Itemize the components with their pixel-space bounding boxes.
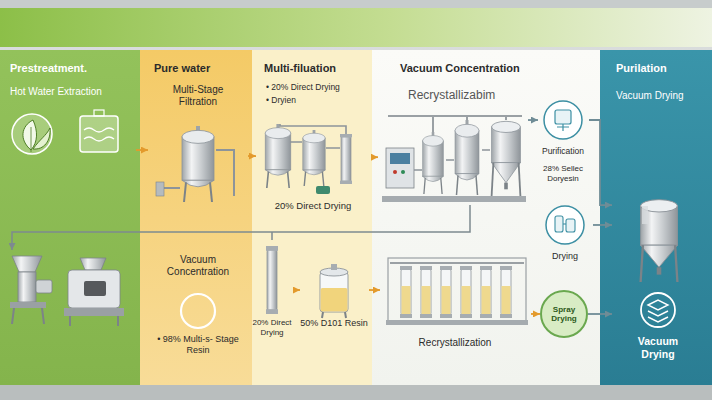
- node-label: 20% Direct Drying: [252, 318, 292, 337]
- node-label: 20% Direct Drying: [256, 200, 370, 211]
- purification-icon: [544, 101, 582, 139]
- stage-band: Pure waterMulti-Stage FiltrationVacuum C…: [140, 50, 252, 385]
- flow-arrow: [369, 289, 380, 291]
- flow-arrow: [531, 313, 540, 315]
- drying-icon: [546, 206, 584, 244]
- node-label: 50% D101 Resin: [300, 318, 368, 329]
- node-label: Drying: [538, 251, 592, 262]
- filtration-tank: [156, 126, 234, 202]
- node-label: Multi-Stage Filtration: [154, 84, 242, 108]
- grinder-machine: [10, 256, 52, 324]
- resin-column: [266, 246, 278, 314]
- node-label: Recrystallizabim: [408, 88, 526, 102]
- node-label: Pure water: [154, 62, 249, 75]
- stack-icon: [641, 293, 675, 327]
- leaf-icon: [12, 114, 52, 154]
- process-circle: Spray Drying: [540, 290, 588, 338]
- node-label: Multi-filuation: [264, 62, 369, 75]
- node-label: Spray Drying: [542, 305, 586, 324]
- flow-arrow: [136, 149, 148, 151]
- node-label: Prestreatment.: [10, 62, 135, 75]
- drying-tanks: [265, 124, 352, 194]
- process-step: Vacuum Concentration • 98% Multi-s- Stage…: [148, 250, 249, 370]
- node-label: Purification: [538, 146, 588, 156]
- mill-machine: [64, 258, 124, 326]
- header-bar: [0, 8, 712, 47]
- node-note: • 98% Multi-s- Stage Resin: [150, 334, 246, 356]
- node-label: Vacuum Concentration: [400, 62, 590, 75]
- flow-arrow: [588, 313, 612, 315]
- stage-band: Prestreatment. Hot Water Extraction: [0, 50, 140, 385]
- node-label: Vacuum Concentration: [148, 254, 248, 278]
- d101-resin-tank: [320, 264, 348, 318]
- concentration-circle: [181, 294, 215, 328]
- floor: [0, 385, 712, 400]
- ceiling: [0, 0, 712, 8]
- node-note: • Dryien: [266, 95, 370, 105]
- node-label: Hot Water Extraction: [10, 86, 134, 98]
- vacuum-dryer: [641, 200, 678, 282]
- return-line: [12, 205, 470, 250]
- node-note: • 20% Direct Drying: [266, 82, 370, 92]
- node-note: 28% Sellec Doryesin: [538, 164, 588, 183]
- node-label: Vacuum Drying: [623, 335, 693, 360]
- node-label: Purilation: [616, 62, 706, 75]
- flow-arrow: [593, 224, 612, 226]
- recrystallization-columns: [386, 258, 528, 325]
- node-label: Recrystallization: [380, 337, 530, 349]
- node-note: Vacuum Drying: [616, 90, 706, 102]
- stage-band: Multi-filuation • 20% Direct Drying • Dryi…: [252, 50, 372, 385]
- flow-arrow: [528, 119, 538, 121]
- flow-arrow: [589, 120, 612, 205]
- flow-arrow: [248, 155, 256, 157]
- concentration-plant: [382, 116, 526, 202]
- flow-arrow: [293, 289, 300, 291]
- flow-arrow: [371, 156, 378, 158]
- water-tank-icon: [80, 110, 118, 152]
